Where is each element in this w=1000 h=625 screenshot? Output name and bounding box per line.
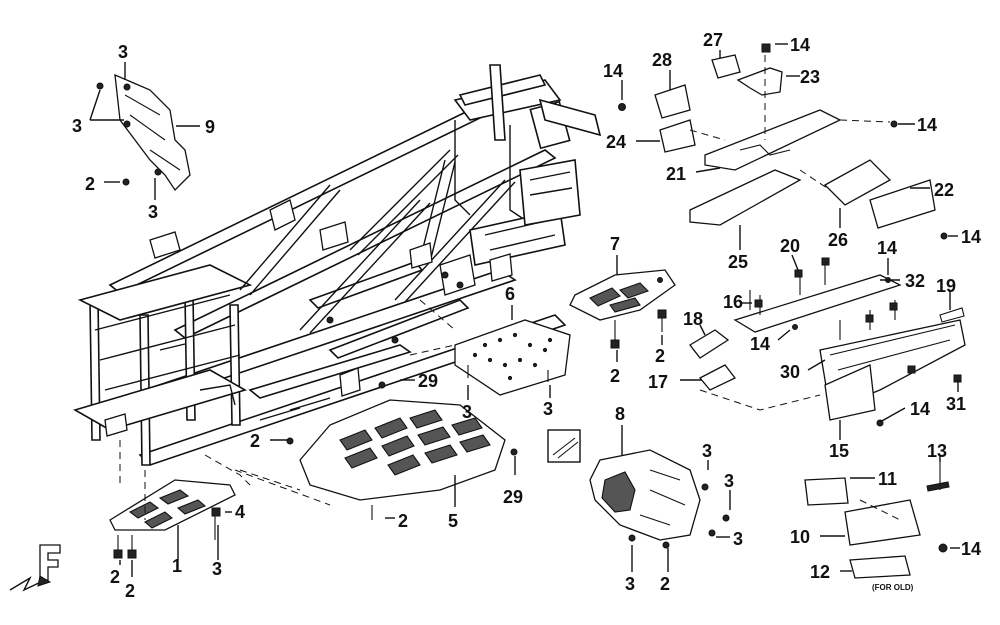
callout-14-lower-right: 14: [961, 539, 981, 559]
callout-14-rack-top: 14: [877, 238, 897, 258]
callout-4: 4: [235, 502, 245, 522]
upper-right-parts: [618, 43, 948, 240]
callout-14-right: 14: [961, 227, 981, 247]
callout-16: 16: [723, 292, 743, 312]
leader-lines: [89, 43, 960, 577]
callout-2-front-left-a: 2: [110, 567, 120, 587]
callout-32: 32: [905, 271, 925, 291]
callout-26: 26: [828, 230, 848, 250]
front-direction-symbol: [9, 544, 61, 592]
callout-2-skid7-left: 2: [610, 366, 620, 386]
callout-31: 31: [946, 394, 966, 414]
for-old-note: (FOR OLD): [872, 583, 914, 592]
callout-8: 8: [615, 404, 625, 424]
callout-3-guard-bottom: 3: [625, 574, 635, 594]
callout-14-rack-mid: 14: [750, 334, 770, 354]
callout-24: 24: [606, 132, 626, 152]
rack-assembly: [689, 257, 966, 427]
callout-2-guard-bottom: 2: [660, 574, 670, 594]
callout-3-left: 3: [72, 116, 82, 136]
callout-13: 13: [927, 441, 947, 461]
callout-3-front-plate: 3: [212, 559, 222, 579]
callout-18: 18: [683, 309, 703, 329]
callout-5: 5: [448, 511, 458, 531]
callout-2-plate-left: 2: [250, 431, 260, 451]
callout-11: 11: [878, 469, 897, 489]
callout-7: 7: [610, 234, 620, 254]
callout-17: 17: [648, 372, 668, 392]
part-9-bracket: [96, 73, 191, 192]
callout-2-front-left-b: 2: [125, 581, 135, 601]
callout-3-guard-right: 3: [733, 529, 743, 549]
callout-29-upper: 29: [418, 371, 438, 391]
assembly-guides: [119, 299, 456, 520]
part-1-skid-plate: [109, 479, 236, 559]
callout-3-top: 3: [118, 42, 128, 62]
callout-9: 9: [205, 117, 215, 137]
callout-29-lower: 29: [503, 487, 523, 507]
part-7-skid-plate: [569, 269, 676, 349]
callout-22: 22: [934, 180, 954, 200]
part-8-guard: [547, 429, 730, 549]
callout-2-left-upper: 2: [85, 174, 95, 194]
lower-right-parts: [804, 462, 950, 579]
callout-23: 23: [800, 67, 820, 87]
callout-14-top: 14: [790, 35, 810, 55]
callout-10: 10: [790, 527, 810, 547]
callout-2-skid7-right: 2: [655, 346, 665, 366]
callout-6: 6: [505, 284, 515, 304]
callout-14-top-left: 14: [603, 61, 623, 81]
callout-1: 1: [172, 556, 182, 576]
callout-12: 12: [810, 562, 830, 582]
callout-14-rack-bottom: 14: [910, 399, 930, 419]
callout-3-guard-mid: 3: [724, 471, 734, 491]
callout-30: 30: [780, 362, 800, 382]
part-5-skid-plate: [286, 381, 518, 520]
callout-15: 15: [829, 441, 849, 461]
callout-3-guard-top: 3: [702, 441, 712, 461]
callout-2-plate-bottom: 2: [398, 511, 408, 531]
callout-19: 19: [936, 276, 956, 296]
callout-3-plate6-right: 3: [543, 399, 553, 419]
part-6-plate: [454, 319, 571, 396]
callout-20: 20: [780, 236, 800, 256]
callout-21: 21: [666, 164, 686, 184]
callout-3-bottom-left: 3: [148, 202, 158, 222]
callout-14-upper-right: 14: [917, 115, 937, 135]
callout-27: 27: [703, 30, 723, 50]
callout-28: 28: [652, 50, 672, 70]
callout-labels: 1 2 2 3 4 2 3 3 3 9 2 2 5 29 29 6 3 3 7 …: [72, 30, 981, 601]
callout-25: 25: [728, 252, 748, 272]
callout-3-plate6-left: 3: [462, 402, 472, 422]
